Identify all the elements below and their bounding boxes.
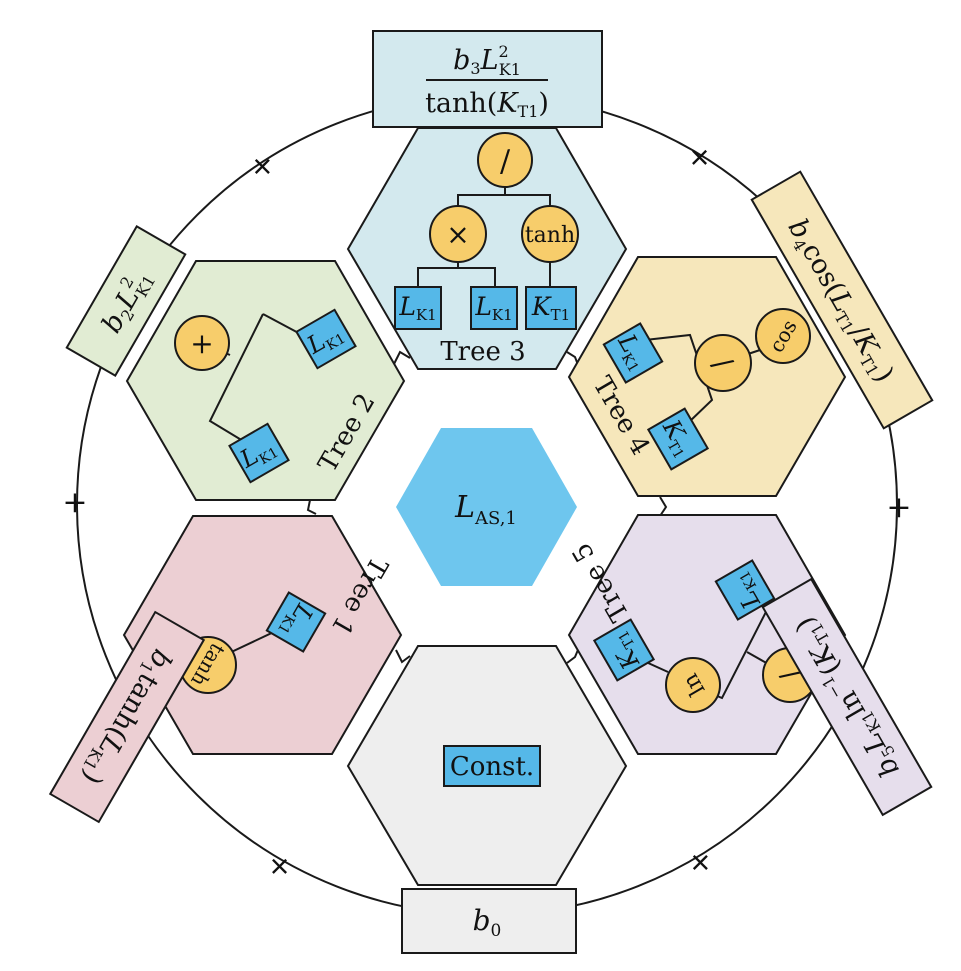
- tree-3: / × tanh LK1 LK1 KT1 Tree 3: [346, 127, 628, 370]
- formula-bottom-text: b0: [473, 904, 502, 941]
- plus-sign-top-left: +: [241, 145, 284, 188]
- tree-4: LK1 / cos KT1 Tree 4: [567, 256, 847, 497]
- tree-2-leaf-1: [295, 308, 357, 370]
- const-leaf: [443, 745, 541, 787]
- tree-3-leaf-1: [394, 286, 442, 330]
- tree-4-div-node: [694, 334, 752, 392]
- formula-left-bottom: b1tanh(LK1): [48, 610, 206, 824]
- tree-4-cos-node: [755, 308, 811, 364]
- plus-sign-top-right: +: [678, 136, 721, 179]
- formula-left-top: b2L2K1: [65, 225, 187, 377]
- tree-3-leaf-1-label: LK1: [398, 292, 436, 324]
- tree-3-div-node: [477, 132, 533, 188]
- tree-2-plus-label: +: [190, 327, 213, 360]
- tree-3-leaf-3: [525, 286, 577, 330]
- tree-3-tanh-node: [521, 205, 579, 263]
- const-label: Const.: [450, 752, 534, 782]
- formula-top-denominator: tanh(KT1): [425, 88, 549, 121]
- tree-3-tanh-label: tanh: [525, 223, 575, 248]
- formula-right-top: b4cos(LT1/KT1): [750, 170, 934, 430]
- formula-bottom: b0: [401, 888, 577, 954]
- tree-5-leaf-2: [592, 618, 656, 682]
- tree-3-title: Tree 3: [440, 337, 525, 367]
- tree-2-leaf-2: [228, 422, 290, 484]
- const-tree: Const.: [346, 645, 628, 886]
- tree-3-leaf-2-label: LK1: [474, 292, 512, 324]
- tree-2-plus-node: [174, 315, 230, 371]
- tree-3-mul-node: [429, 205, 487, 263]
- plus-sign-bottom-right: +: [679, 841, 722, 884]
- tree-1-hexagon: [122, 515, 403, 755]
- tree-4-leaf-2: [646, 407, 710, 471]
- center-hexagon: [396, 428, 577, 586]
- center-label: LAS,1: [454, 490, 517, 529]
- tree-5-leaf-1: [714, 559, 776, 621]
- tree-5-ln-node: [665, 657, 721, 713]
- tree-1-leaf: [265, 591, 327, 653]
- plus-sign-right: +: [886, 490, 911, 525]
- tree-3-mul-label: ×: [446, 218, 469, 251]
- tree-3-leaf-3-label: KT1: [531, 292, 570, 324]
- plus-sign-left: +: [62, 485, 87, 520]
- tree-3-div-label: /: [500, 144, 511, 179]
- tree-4-leaf-1: [602, 322, 664, 384]
- tree-2: + LK1 LK1 Tree 2: [125, 260, 406, 501]
- tree-3-leaf-2: [470, 286, 518, 330]
- formula-left-bottom-box: [48, 610, 206, 824]
- plus-sign-bottom-left: +: [258, 845, 301, 888]
- formula-right-top-box: [750, 170, 934, 430]
- formula-bottom-box: [401, 888, 577, 954]
- formula-right-bottom-box: [761, 577, 933, 817]
- formula-right-bottom: b5LK1ln−1(KT1): [761, 577, 933, 817]
- formula-left-top-box: [65, 225, 187, 377]
